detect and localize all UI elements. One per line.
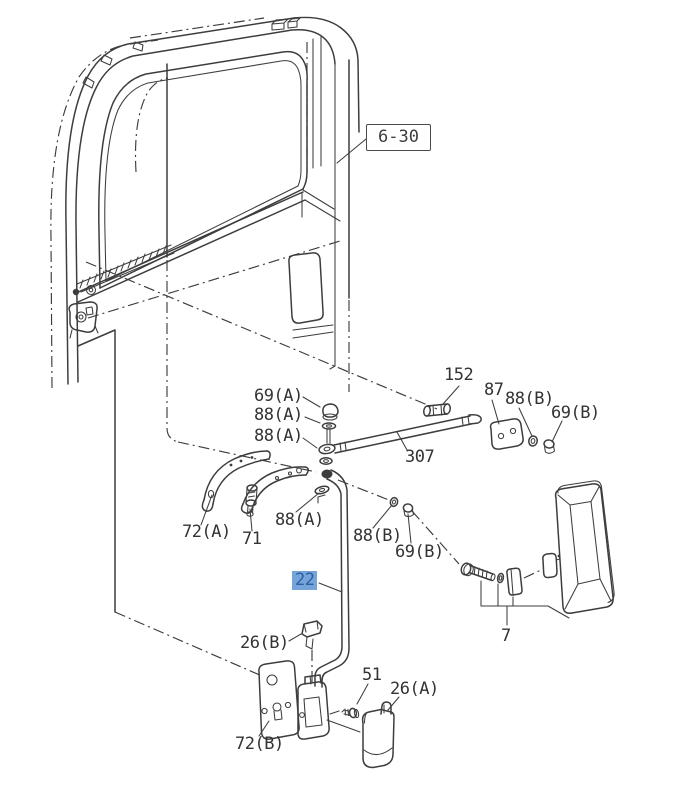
spacer-152	[423, 403, 451, 417]
belt-bolt	[85, 284, 97, 296]
bracket-71	[240, 466, 309, 517]
door-access-hole	[288, 252, 324, 324]
callout-88A-2: 88(A)	[254, 426, 303, 446]
rod-clamp-87	[489, 418, 524, 450]
pivot-stack	[314, 403, 339, 504]
callout-69B-2: 69(B)	[395, 542, 444, 562]
clip-26B	[301, 620, 323, 650]
mirror-clamp-piece	[506, 567, 523, 596]
screw-51	[341, 707, 360, 719]
callout-152: 152	[444, 365, 474, 385]
callout-72B: 72(B)	[235, 734, 284, 754]
hinge-nub	[132, 41, 144, 52]
callout-22-highlighted[interactable]: 22	[292, 571, 318, 590]
top-clip	[287, 17, 301, 29]
callout-51: 51	[362, 665, 382, 685]
bracket-72A	[201, 450, 271, 512]
washer-88B	[528, 435, 538, 447]
nut-69B-2	[402, 503, 415, 518]
nut-69B	[543, 439, 556, 454]
window-channel-hatching	[76, 244, 175, 293]
top-clip	[271, 18, 289, 31]
callout-87: 87	[484, 380, 504, 400]
hinge-nub	[82, 76, 95, 89]
mirror-arm-tube-22	[314, 469, 350, 688]
arm-hinge-bracket	[297, 674, 340, 740]
stay-rod-307	[333, 414, 482, 454]
mounting-plate-72B	[258, 660, 300, 740]
mirror-group-bracket-lines	[480, 580, 570, 626]
callout-88B-2: 88(B)	[353, 526, 402, 546]
callout-71: 71	[242, 529, 262, 549]
washer-88B-2	[389, 496, 399, 508]
hinge-nub	[100, 54, 113, 66]
mirror-head-assembly	[460, 480, 615, 626]
callout-88B-1: 88(B)	[505, 389, 554, 409]
section-ref-box[interactable]: 6-30	[366, 124, 431, 151]
mirror-washer	[496, 572, 505, 584]
callout-26B: 26(B)	[240, 633, 289, 653]
callout-7: 7	[501, 626, 511, 646]
mirror-mount-boss	[542, 552, 561, 579]
callout-69B-1: 69(B)	[551, 403, 600, 423]
door-assembly	[50, 16, 360, 677]
callout-72A: 72(A)	[182, 522, 231, 542]
callout-26A: 26(A)	[390, 679, 439, 699]
mirror-bolt	[460, 562, 496, 582]
callout-leader-lines	[200, 138, 563, 737]
callout-88A-1: 88(A)	[254, 405, 303, 425]
callout-307: 307	[405, 447, 435, 467]
belt-bolt	[72, 288, 80, 296]
cover-26A	[361, 701, 395, 769]
callout-69A-1: 69(A)	[254, 386, 303, 406]
mirror-arm-assembly	[201, 403, 556, 769]
door-check-strap	[68, 301, 99, 339]
mirror-head-7	[554, 480, 615, 614]
assembly-centerlines	[85, 260, 542, 684]
callout-88A-3: 88(A)	[275, 510, 324, 530]
